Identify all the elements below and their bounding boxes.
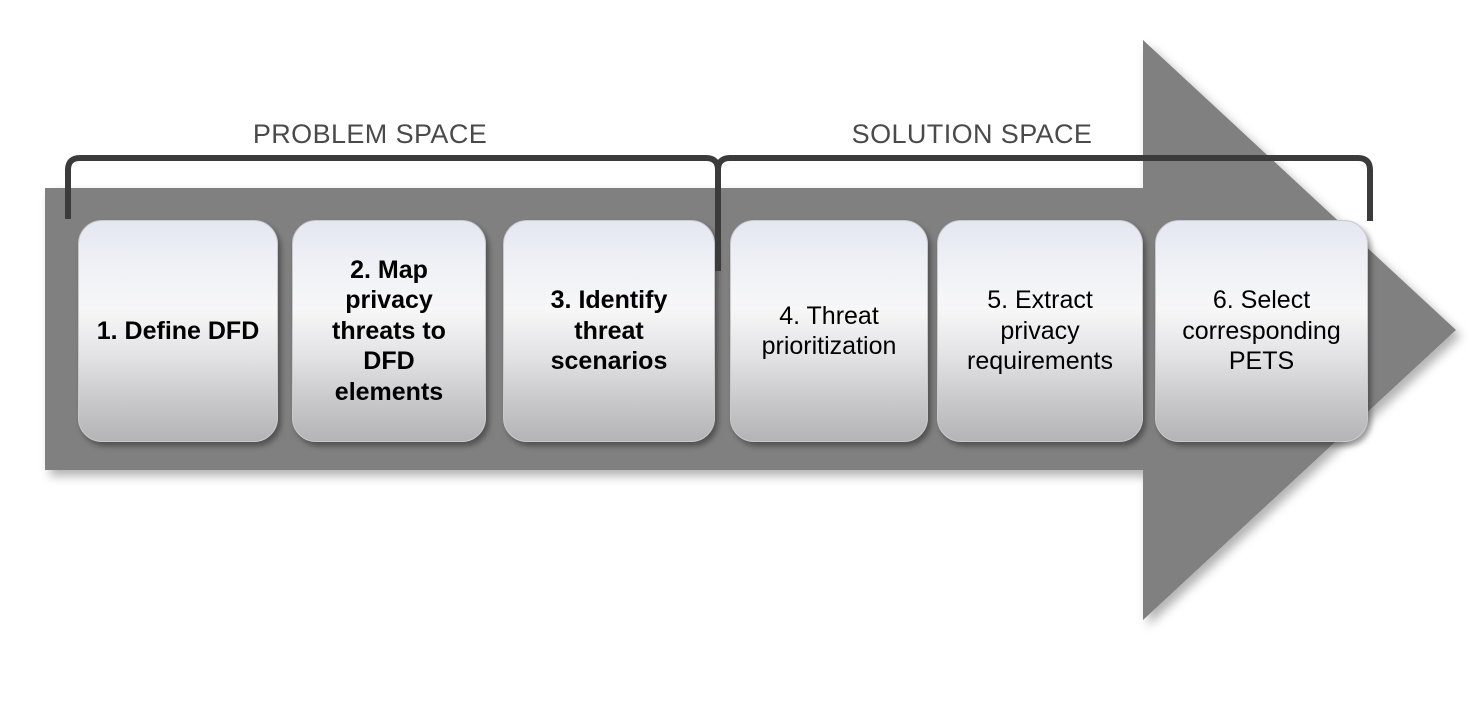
step-box-3[interactable]: 3. Identify threat scenarios [503,220,715,442]
step-box-5[interactable]: 5. Extract privacy requirements [937,220,1143,442]
step-box-1-label: 1. Define DFD [96,316,260,345]
phase-label-problem-space: PROBLEM SPACE [252,119,488,149]
step-box-2-label: 2. Map privacy threats to DFD elements [332,255,446,406]
step-box-2[interactable]: 2. Map privacy threats to DFD elements [292,220,486,442]
step-box-6[interactable]: 6. Select corresponding PETS [1155,220,1368,442]
solution-space-bracket [715,155,1373,271]
step-box-6-label: 6. Select corresponding PETS [1182,286,1341,376]
problem-space-bracket [65,155,721,271]
step-box-4[interactable]: 4. Threat prioritization [730,220,928,442]
phase-label-solution-space: SOLUTION SPACE [851,119,1093,149]
step-box-1[interactable]: 1. Define DFD [78,220,278,442]
step-box-3-label: 3. Identify threat scenarios [550,286,668,376]
step-box-4-label: 4. Threat prioritization [761,301,897,361]
step-box-5-label: 5. Extract privacy requirements [967,286,1113,376]
